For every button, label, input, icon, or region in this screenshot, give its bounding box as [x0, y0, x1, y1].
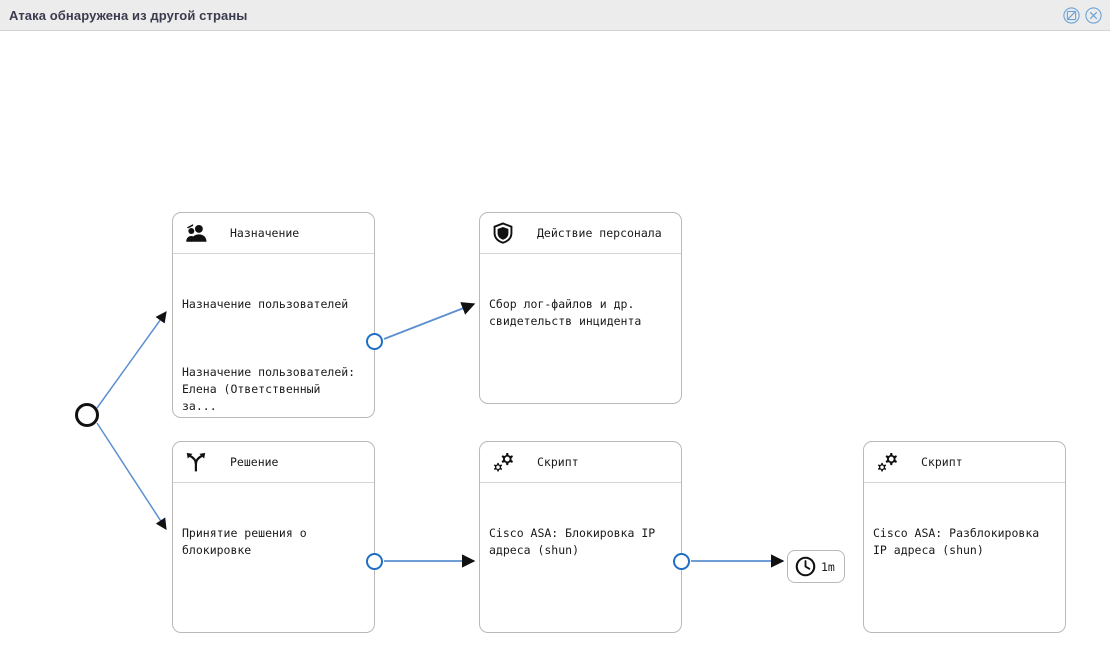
node-script-block-body-line-1: Cisco ASA: Блокировка IP адреса (shun): [489, 526, 656, 557]
node-decision-body-line-1: Принятие решения о блокировке: [182, 526, 307, 557]
decision-fork-icon: [184, 450, 208, 474]
clock-icon: [795, 556, 816, 577]
node-script-block[interactable]: Скрипт Cisco ASA: Блокировка IP адреса (…: [479, 441, 682, 633]
node-assignment-body-line-1: Назначение пользователей: [182, 297, 349, 311]
window-titlebar: Атака обнаружена из другой страны: [0, 0, 1110, 31]
node-assignment-body-line-2: Назначение пользователей: Елена (Ответст…: [182, 365, 356, 413]
gears-icon: [875, 450, 899, 474]
close-icon[interactable]: [1085, 6, 1102, 24]
port-script-block-out[interactable]: [673, 553, 690, 570]
titlebar-actions: [1063, 6, 1102, 24]
node-script-block-header: Скрипт: [480, 442, 681, 483]
edge-start-to-assignment: [96, 311, 167, 409]
timer-badge-1m[interactable]: 1m: [787, 550, 845, 583]
node-script-unblock-title: Скрипт: [921, 455, 963, 469]
node-decision[interactable]: Решение Принятие решения о блокировке: [172, 441, 375, 633]
shield-icon: [491, 221, 515, 245]
window-title: Атака обнаружена из другой страны: [9, 7, 248, 23]
port-decision-out[interactable]: [366, 553, 383, 570]
gears-icon: [491, 450, 515, 474]
workflow-canvas[interactable]: Назначение Назначение пользователей Назн…: [0, 31, 1110, 666]
node-decision-header: Решение: [173, 442, 374, 483]
port-assignment-out[interactable]: [366, 333, 383, 350]
edge-start-to-decision: [96, 422, 167, 530]
edge-assignment-to-staff-action: [383, 302, 476, 340]
node-assignment-body: Назначение пользователей Назначение поль…: [173, 254, 374, 417]
node-script-unblock-body-line-1: Cisco ASA: Разблокировка IP адреса (shun…: [873, 526, 1040, 557]
node-script-block-body: Cisco ASA: Блокировка IP адреса (shun): [480, 483, 681, 593]
node-assignment-title: Назначение: [230, 226, 300, 240]
node-script-unblock-header: Скрипт: [864, 442, 1065, 483]
node-script-block-title: Скрипт: [537, 455, 579, 469]
user-assignment-icon: [184, 221, 208, 245]
node-staff-action-body: Сбор лог-файлов и др. свидетельств инцид…: [480, 254, 681, 364]
start-node[interactable]: [75, 403, 99, 427]
node-staff-action-title: Действие персонала: [537, 226, 662, 240]
node-staff-action-header: Действие персонала: [480, 213, 681, 254]
node-script-unblock[interactable]: Скрипт Cisco ASA: Разблокировка IP адрес…: [863, 441, 1066, 633]
node-staff-action[interactable]: Действие персонала Сбор лог-файлов и др.…: [479, 212, 682, 404]
node-staff-action-body-line-1: Сбор лог-файлов и др. свидетельств инцид…: [489, 297, 642, 328]
node-decision-body: Принятие решения о блокировке: [173, 483, 374, 593]
node-decision-title: Решение: [230, 455, 279, 469]
read-only-icon[interactable]: [1063, 6, 1080, 24]
node-script-unblock-body: Cisco ASA: Разблокировка IP адреса (shun…: [864, 483, 1065, 593]
timer-badge-label: 1m: [821, 559, 835, 574]
node-assignment-header: Назначение: [173, 213, 374, 254]
node-assignment[interactable]: Назначение Назначение пользователей Назн…: [172, 212, 375, 418]
